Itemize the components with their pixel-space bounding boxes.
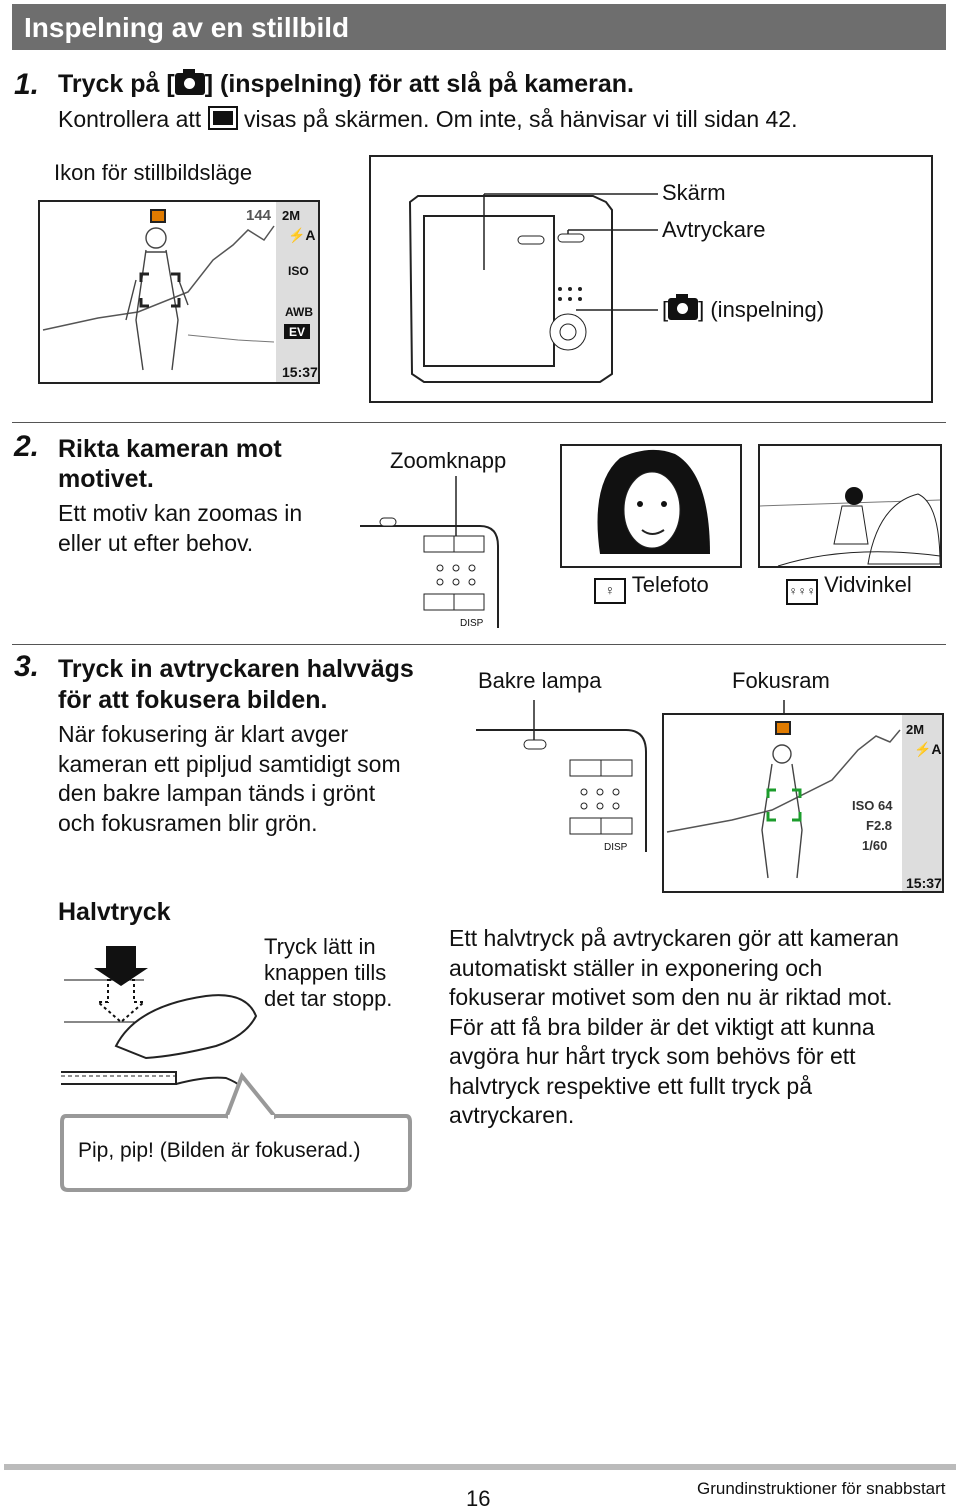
step2-body: Ett motiv kan zoomas in eller ut efter b… [58, 500, 303, 556]
svg-text:AWB: AWB [285, 305, 313, 319]
label-screen: Skärm [662, 180, 726, 205]
focus-lcd-illustration: 2M ⚡A ISO 64 F2.8 1/60 15:37 [662, 700, 944, 893]
still-mode-label: Ikon för stillbildsläge [54, 160, 253, 185]
svg-text:EV: EV [289, 325, 305, 339]
step3-number: 3. [14, 650, 40, 683]
label-shutter: Avtryckare [662, 217, 766, 242]
halftone-body: Ett halvtryck på avtryckaren gör att kam… [449, 925, 899, 1128]
wideangle-label: ♀♀♀ Vidvinkel [786, 572, 912, 605]
disp-label: DISP [460, 618, 484, 629]
svg-text:15:37: 15:37 [906, 875, 942, 891]
step1-title: Tryck på [] (inspelning) för att slå på … [58, 69, 634, 98]
back-lamp-label: Bakre lampa [478, 668, 602, 693]
step1-instruction: Kontrollera att visas på skärmen. Om int… [58, 106, 798, 132]
shots-remaining: 144 [246, 207, 272, 224]
step3-body: När fokusering är klart avger kameran et… [58, 721, 401, 836]
disp-label: DISP [604, 842, 628, 853]
lcd-screen-illustration: 144 2M ⚡A ISO AWB EV 15:37 [38, 200, 320, 384]
press-arrow-icon [94, 946, 148, 986]
camera-icon [668, 294, 699, 320]
focus-frame-label: Fokusram [732, 668, 830, 693]
svg-text:1/60: 1/60 [862, 838, 887, 853]
wideangle-icon: ♀♀♀ [786, 579, 818, 605]
beep-bubble-text: Pip, pip! (Bilden är fokuserad.) [78, 1139, 360, 1162]
focus-frame [766, 788, 802, 822]
back-lamp-illustration: DISP [476, 700, 647, 853]
zoom-control-illustration: DISP [360, 476, 499, 629]
half-press-illustration: Pip, pip! (Bilden är fokuserad.) [60, 946, 412, 1192]
still-mode-icon [207, 106, 238, 130]
still-icon-marker [150, 209, 166, 223]
wideangle-photo [758, 444, 942, 568]
step2-title: Rikta kameran mot motivet. [58, 435, 282, 493]
section-header: Inspelning av en stillbild [12, 4, 946, 50]
step1-number: 1. [14, 68, 40, 101]
svg-text:ISO: ISO [288, 264, 309, 278]
flash-icon: ⚡A [288, 227, 316, 244]
page-number: 16 [466, 1486, 491, 1511]
svg-text:F2.8: F2.8 [866, 818, 892, 833]
zoom-label: Zoomknapp [390, 448, 507, 473]
divider [12, 422, 946, 423]
camera-icon [174, 69, 205, 95]
svg-text:2M: 2M [282, 208, 300, 223]
footer-section: Grundinstruktioner för snabbstart [697, 1479, 946, 1498]
divider [12, 644, 946, 645]
svg-text:2M: 2M [906, 722, 924, 737]
clock-readout: 15:37 [282, 364, 318, 380]
halftone-title: Halvtryck [58, 898, 171, 926]
step2-number: 2. [14, 430, 40, 463]
camera-back-illustration: Skärm Avtryckare [369, 155, 933, 403]
step3-title: Tryck in avtryckaren halvvägs för att fo… [58, 655, 414, 714]
telephoto-label: ♀ Telefoto [594, 572, 709, 604]
telephoto-icon: ♀ [594, 578, 626, 604]
halftone-hint: Tryck lätt in knappen tills det tar stop… [264, 934, 393, 1011]
svg-text:ISO 64: ISO 64 [852, 798, 893, 813]
label-record-button: [] (inspelning) [662, 294, 825, 322]
flash-icon: ⚡A [914, 741, 942, 758]
telephoto-photo [560, 444, 742, 568]
section-title: Inspelning av en stillbild [24, 12, 350, 43]
footer-rule [4, 1464, 956, 1470]
